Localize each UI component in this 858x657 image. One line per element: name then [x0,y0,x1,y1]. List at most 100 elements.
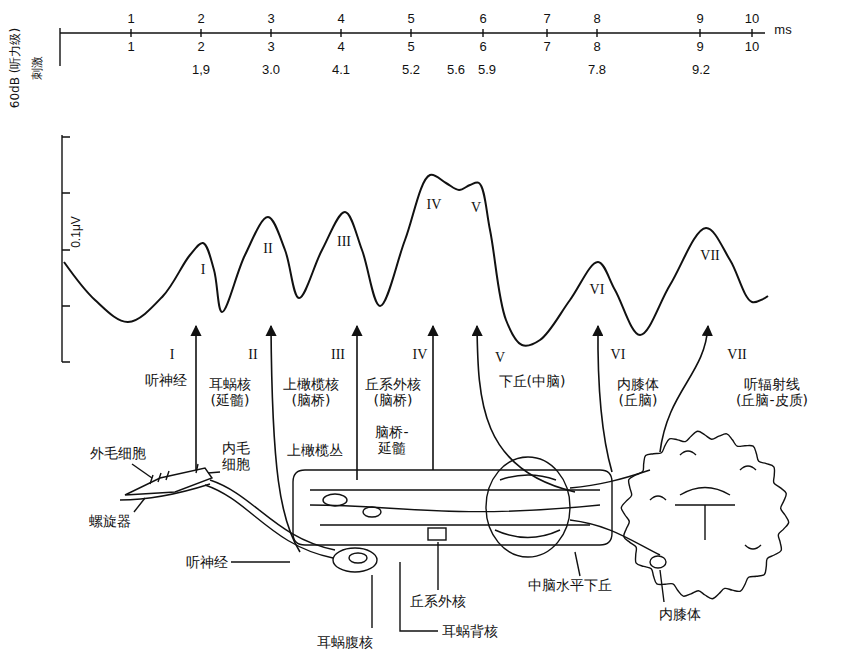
wave-numeral: VII [699,248,720,264]
leader-line [132,464,152,478]
generator-label: 听神经 [145,372,187,388]
time-axis [60,28,765,66]
axis-number: 9 [696,12,703,27]
wave-numeral: II [247,347,258,363]
wave-numeral: IV [426,197,443,213]
leader-line [231,561,290,562]
axis-unit: ms [774,23,791,38]
auditory-nerve [205,485,333,558]
arrow [356,326,358,480]
scale-bar [62,135,70,362]
latency-value: 9.2 [692,63,710,78]
latency-value: 5.9 [478,63,496,78]
gyri [650,451,761,549]
latency-value: 3.0 [262,63,280,78]
thalamus [675,488,735,541]
axis-number: 8 [593,12,600,27]
structure-label: 中脑水平下丘 [528,577,612,593]
leader-line [208,472,220,473]
latency-value: 5.2 [402,63,420,78]
arrow [432,326,434,470]
cochlear-nucleus [349,553,367,563]
wave-arrows [196,326,708,552]
structure-label: 上橄榄丛 [287,442,343,458]
latency-value: 5.6 [447,63,465,78]
structure-label: 内毛 细胞 [220,440,252,472]
inferior-colliculus [495,475,560,538]
structure-label: 外毛细胞 [90,445,146,461]
wave-numeral: IV [412,347,429,363]
axis-number: 5 [407,12,414,27]
axis-number: 5 [407,40,414,55]
leader-line [660,570,664,602]
wave-numeral: II [262,241,273,257]
scale-line [61,135,62,362]
generator-label: 丘系外核 (脑桥) [363,376,423,408]
scale-label: 0.1μV [70,216,84,248]
superior-olive [323,494,347,506]
medial-geniculate [650,556,666,568]
wave-numeral: I [200,262,207,278]
structure-label: 内膝体 [659,606,701,622]
scale-ticks [62,137,70,362]
axis-number: 8 [593,40,600,55]
axis-number: 4 [337,12,344,27]
wave-numeral: I [169,347,176,363]
leader-line [437,542,438,590]
axis-number: 6 [479,40,486,55]
axis-ticks [131,29,752,37]
latency-value: 7.8 [588,63,606,78]
lateral-lemniscus-nucleus [428,528,446,540]
latency-value: 1,9 [192,63,210,78]
axis-number: 6 [479,12,486,27]
generator-label: 上橄榄核 (脑桥) [281,376,341,408]
structure-label: 丘系外核 [410,593,466,609]
axis-number: 9 [696,40,703,55]
structure-label: 螺旋器 [89,513,131,529]
generator-label: 听辐射线 (丘脑-皮质) [733,376,811,408]
wave-numeral: III [336,234,352,250]
arrow [271,326,300,552]
generator-label: 下丘(中脑) [499,373,566,389]
auditory-tract [310,490,600,525]
axis-number: 7 [543,40,550,55]
structure-label: 脑桥-延髓 [372,424,411,456]
inferior-colliculus [486,457,570,557]
wave-numeral: VII [726,347,747,363]
wave-numeral: V [470,200,482,216]
wave-numeral: VI [589,282,606,298]
leader-line [575,552,580,576]
leader-line [371,575,372,628]
structure-label: 听神经 [186,554,228,570]
cerebrum [621,431,788,598]
wave-numeral: III [330,347,346,363]
axis-number: 4 [337,40,344,55]
stimulus-level: 60dB (听力级) [9,28,23,108]
axis-number: 1 [127,12,134,27]
arrow [477,326,575,492]
latency-value: 4.1 [332,63,350,78]
axis-number: 2 [197,12,204,27]
hair-cells [150,464,198,484]
basilar-membrane [120,484,210,500]
wave-numeral: V [494,350,506,366]
superior-olive [363,507,381,517]
structure-label: 耳蜗腹核 [317,634,373,650]
leader-line [134,498,145,512]
axis-line [60,32,765,33]
axis-number: 3 [267,40,274,55]
generator-label: 内膝体 (丘脑) [614,376,662,408]
axis-number: 3 [267,12,274,27]
axis-number: 1 [127,40,134,55]
waveform [64,175,768,346]
structure-label: 耳蜗背核 [442,623,498,639]
anatomy [120,431,789,631]
arrow [195,326,197,470]
axis-number: 10 [745,12,759,27]
stimulus-label: 刺激 [31,56,45,80]
wave-numeral: VI [610,347,627,363]
axis-number: 2 [197,40,204,55]
generator-label: 耳蜗核 (延髓) [207,376,253,408]
